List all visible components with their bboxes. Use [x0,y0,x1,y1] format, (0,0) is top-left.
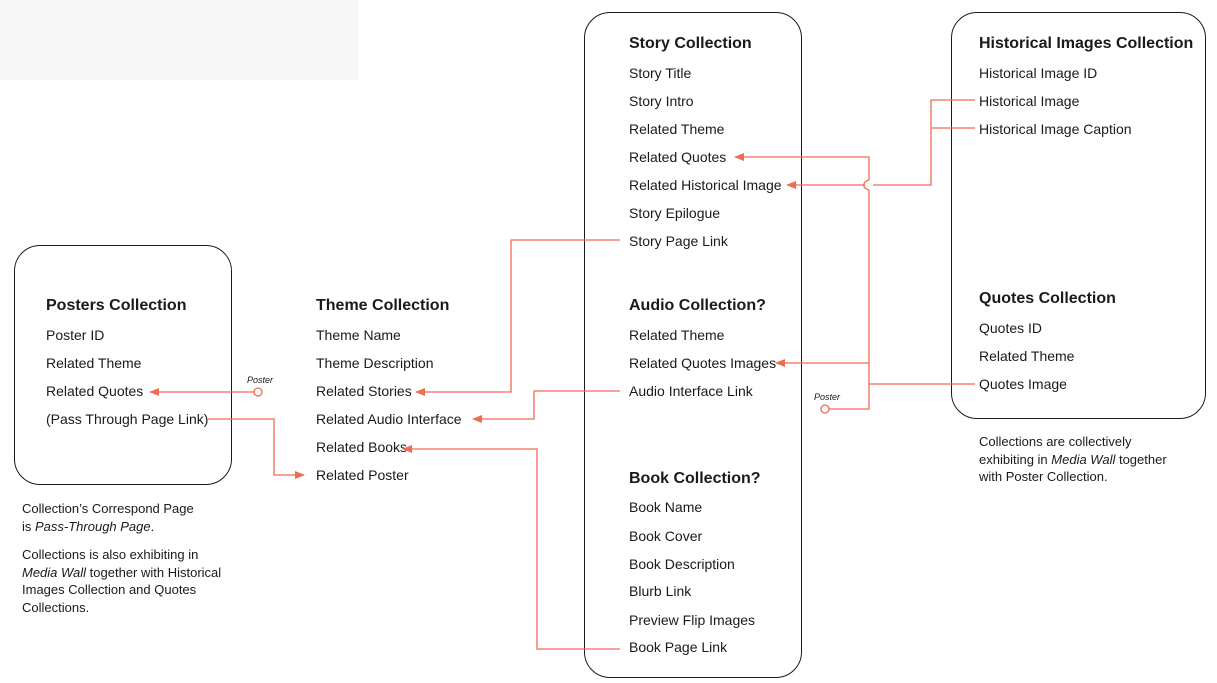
posters-field: (Pass Through Page Link) [46,411,209,427]
quotes-field: Quotes Image [979,376,1067,392]
theme-title: Theme Collection [316,297,450,314]
quotes-field: Related Theme [979,348,1075,364]
audio-field: Related Quotes Images [629,355,777,371]
book-field: Blurb Link [629,583,692,599]
book-title: Book Collection? [629,470,761,487]
posters-note-b: Collections is also exhibiting in Media … [22,547,222,615]
story-field: Related Quotes [629,149,727,165]
quotes-field: Quotes ID [979,320,1043,336]
story-field: Story Title [629,65,692,81]
theme-field: Theme Name [316,327,401,343]
audio-field: Audio Interface Link [629,383,753,399]
story-field: Story Epilogue [629,205,721,221]
link-quotes-bus [829,190,870,410]
right-note: Collections are collectively exhibiting … [979,434,1167,484]
poster-label-left: Poster [247,375,274,385]
posters-title: Posters Collection [46,297,187,314]
poster-connector-left [253,387,263,397]
posters-field: Poster ID [46,327,105,343]
historical-box [951,12,1206,419]
historical-field: Historical Image ID [979,65,1098,81]
posters-box [14,245,232,485]
theme-field: Theme Description [316,355,434,371]
theme-field: Related Stories [316,383,412,399]
story-field: Related Historical Image [629,177,782,193]
quotes-title: Quotes Collection [979,290,1116,307]
story-title: Story Collection [629,35,752,52]
story-field: Story Page Link [629,233,728,249]
book-field: Book Page Link [629,639,728,655]
book-field: Book Name [629,499,703,515]
historical-field: Historical Image [979,93,1080,109]
poster-connector-right [820,404,830,414]
book-field: Book Description [629,556,735,572]
story-box [584,12,802,678]
book-field: Preview Flip Images [629,612,756,628]
historical-title: Historical Images Collection [979,35,1194,52]
posters-field: Related Theme [46,355,142,371]
posters-field: Related Quotes [46,383,144,399]
link-quotes-hop [863,179,870,191]
poster-label-right: Poster [814,392,841,402]
posters-note-a: Collection’s Correspond Page is Pass-Thr… [22,501,194,534]
book-field: Book Cover [629,528,703,544]
theme-field: Related Books [316,439,408,455]
story-field: Related Theme [629,121,725,137]
audio-field: Related Theme [629,327,725,343]
audio-title: Audio Collection? [629,297,766,314]
theme-field: Related Audio Interface [316,411,462,427]
theme-field: Related Poster [316,467,409,483]
story-field: Story Intro [629,93,694,109]
corner-block [0,0,358,80]
historical-field: Historical Image Caption [979,121,1132,137]
